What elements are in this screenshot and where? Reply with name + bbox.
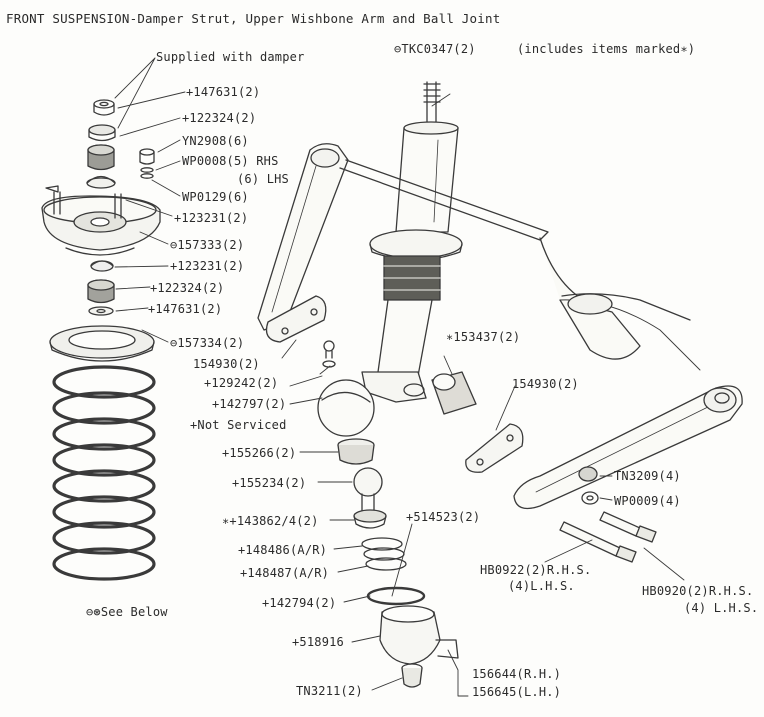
dome-washer <box>86 175 116 189</box>
label-tn3209: TN3209(4) <box>614 469 681 483</box>
label-514523: +514523(2) <box>406 510 481 524</box>
label-155234: +155234(2) <box>232 476 307 490</box>
label-148486: +148486(A/R) <box>238 543 328 557</box>
label-122324-bottom: +122324(2) <box>150 281 225 295</box>
leader-lines-left <box>114 57 186 343</box>
label-123231-bottom: +123231(2) <box>170 259 245 273</box>
diagram-title: FRONT SUSPENSION-Damper Strut, Upper Wis… <box>6 11 501 26</box>
label-see-below: ⊖⊛See Below <box>86 605 168 619</box>
top-mount-157333 <box>41 185 161 256</box>
label-123231-top: +123231(2) <box>174 211 249 225</box>
label-157334: ⊖157334(2) <box>170 336 245 350</box>
label-tkc0347: ⊖TKC0347(2) <box>394 42 476 56</box>
label-not-serviced: +Not Serviced <box>190 418 287 432</box>
label-includes-items: (includes items marked∗) <box>517 42 696 56</box>
bush-122324-top <box>88 124 116 142</box>
label-supplied-with-damper: Supplied with damper <box>156 50 305 64</box>
label-hb0920: HB0920(2)R.H.S. <box>642 584 754 598</box>
ball-joint-stack <box>281 93 685 697</box>
label-wp0008-lhs: (6) LHS <box>237 172 289 186</box>
label-122324-top: +122324(2) <box>182 111 257 125</box>
nut-147631-top <box>93 99 115 116</box>
label-hb0920-lhs: (4) L.H.S. <box>684 601 759 615</box>
label-129242: +129242(2) <box>204 376 279 390</box>
washer-147631-bottom <box>88 306 114 316</box>
label-wp0009: WP0009(4) <box>614 494 681 508</box>
label-154930-left: 154930(2) <box>193 357 260 371</box>
label-147631-bottom: +147631(2) <box>148 302 223 316</box>
label-155266: +155266(2) <box>222 446 297 460</box>
nut-yn2908 <box>139 148 155 179</box>
rubber-bush-bottom <box>90 260 114 272</box>
damper-strut <box>317 81 463 437</box>
label-143862: ∗+143862/4(2) <box>222 514 319 528</box>
rubber-bush-top <box>87 144 115 171</box>
spring-seat-157334 <box>49 325 155 362</box>
label-yn2908: YN2908(6) <box>182 134 249 148</box>
label-hb0922: HB0922(2)R.H.S. <box>480 563 592 577</box>
label-hb0922-lhs: (4)L.H.S. <box>508 579 575 593</box>
label-wp0129: WP0129(6) <box>182 190 249 204</box>
label-153437: ∗153437(2) <box>446 330 521 344</box>
label-157333: ⊖157333(2) <box>170 238 245 252</box>
label-518916: +518916 <box>292 635 344 649</box>
label-wp0008: WP0008(5) RHS <box>182 154 279 168</box>
label-156645: 156645(L.H.) <box>472 685 562 699</box>
label-142797: +142797(2) <box>212 397 287 411</box>
label-147631-top: +147631(2) <box>186 85 261 99</box>
label-156644: 156644(R.H.) <box>472 667 562 681</box>
label-154930-right: 154930(2) <box>512 377 579 391</box>
label-142794: +142794(2) <box>262 596 337 610</box>
coil-spring <box>52 365 156 581</box>
upper-mount-stack <box>41 57 186 581</box>
label-148487: +148487(A/R) <box>240 566 330 580</box>
bush-122324-bottom <box>87 279 115 304</box>
label-tn3211: TN3211(2) <box>296 684 363 698</box>
upper-wishbone <box>257 143 743 563</box>
